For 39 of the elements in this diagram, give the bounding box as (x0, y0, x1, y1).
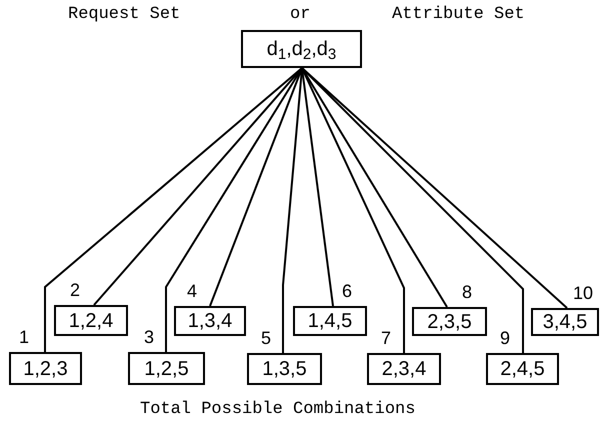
combination-number: 8 (462, 283, 472, 301)
set-box (531, 308, 599, 336)
set-text: 1,3,5 (262, 359, 307, 379)
combination-number: 1 (19, 328, 30, 346)
heading-text: Request Set (68, 6, 180, 23)
caption: Total Possible Combinations (140, 401, 416, 418)
set-box (9, 352, 82, 385)
set-box (174, 306, 246, 336)
set-text: d$_{1}$,d$_{2}$,d$_{3}$ (266, 39, 336, 59)
heading-text: Attribute Set (392, 6, 525, 23)
combination-number: 2 (70, 281, 80, 299)
connector-line (301, 67, 524, 353)
set-box (367, 353, 441, 385)
connector-line (44, 67, 303, 352)
combination-number: 10 (573, 284, 594, 302)
set-text: 1,2,5 (144, 358, 189, 378)
set-text: 1,3,4 (188, 311, 232, 331)
set-text: 1,2,4 (68, 310, 114, 330)
set-box (293, 306, 367, 336)
combination-number: 7 (381, 329, 392, 347)
set-box (412, 307, 487, 336)
set-box (241, 30, 362, 68)
set-text: 1,4,5 (308, 311, 352, 331)
set-box (486, 353, 559, 385)
set-text: 3,4,5 (542, 312, 588, 332)
combination-number: 3 (144, 328, 154, 346)
set-box (247, 353, 322, 385)
heading-text: or (290, 6, 310, 23)
combination-number: 4 (187, 282, 198, 300)
combination-number: 5 (261, 329, 272, 347)
set-box (54, 305, 128, 336)
set-text: 2,3,4 (382, 359, 426, 379)
connector-line (301, 67, 568, 309)
set-text: 1,2,3 (23, 358, 68, 378)
combination-number: 9 (500, 329, 510, 347)
set-text: 2,3,5 (427, 312, 472, 332)
set-text: 2,4,5 (500, 359, 545, 379)
set-box (128, 352, 205, 385)
combination-number: 6 (342, 282, 352, 300)
